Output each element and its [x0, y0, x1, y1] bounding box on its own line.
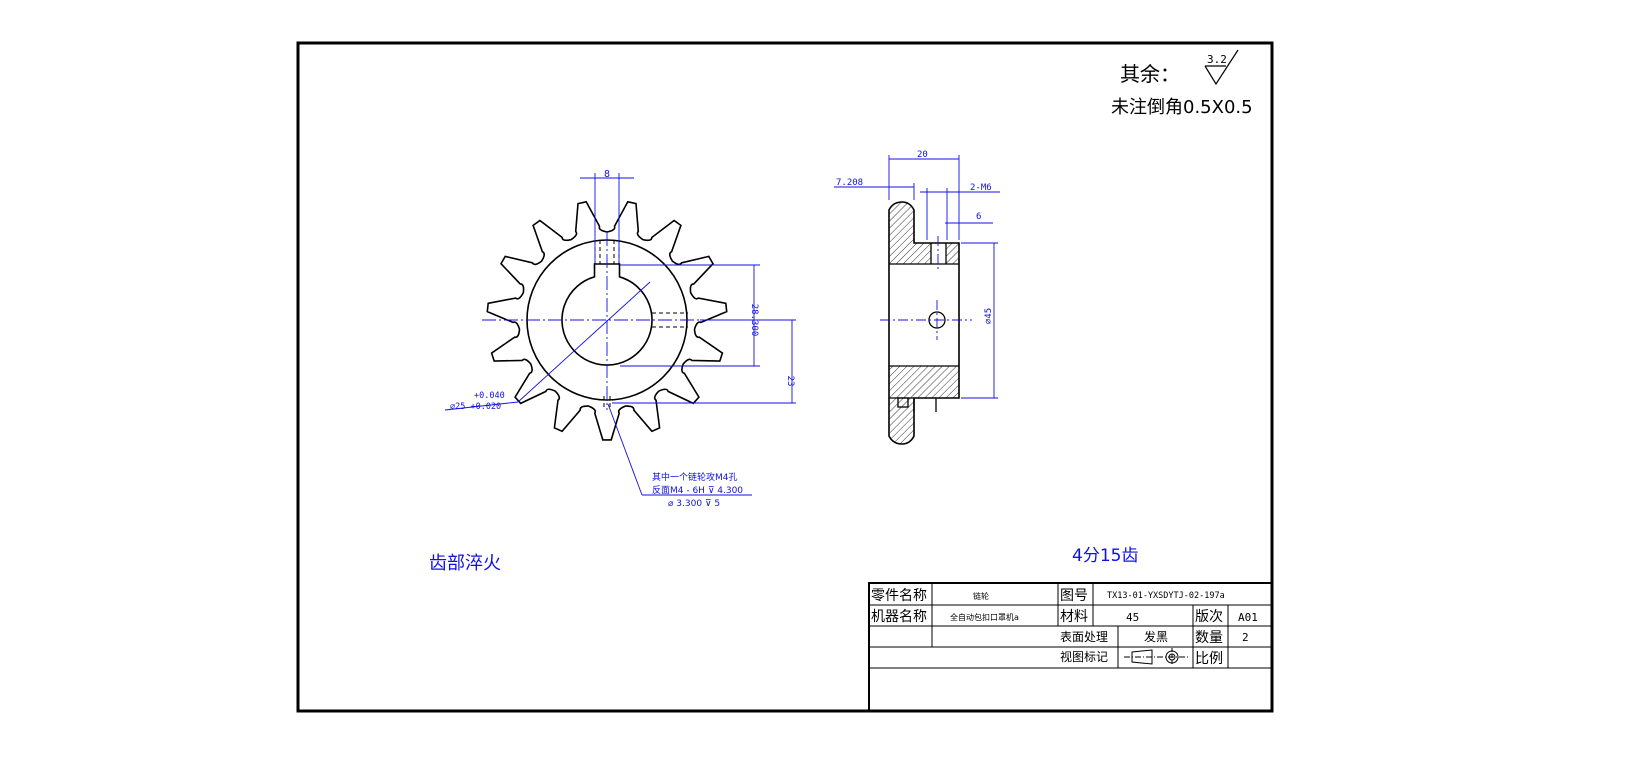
sprocket-front-view: 8 28.300 23 +0.040 ⌀25 +0.020 其中一个链轮攻M4孔… [444, 169, 796, 509]
section-upper-hub [946, 243, 959, 264]
sprocket-tooth-outline [486, 200, 728, 441]
roughness-symbol [1204, 49, 1239, 86]
section-lower-hub [914, 366, 959, 398]
dim-bore-text: ⌀25 +0.020 [450, 402, 501, 412]
hole-note-line3: ⌀ 3.300 ⊽ 5 [668, 499, 720, 509]
sprocket-side-view: 20 7.208 2-M6 6 ⌀45 [834, 150, 1000, 445]
dim-offset-text: 23 [785, 376, 795, 387]
surface-rest-label: 其余： [1120, 62, 1180, 86]
side-view-outline [888, 201, 960, 445]
quantity-value: 2 [1242, 631, 1249, 644]
tooth-hardening-note: 齿部淬火 [429, 553, 501, 574]
revision-value: A01 [1238, 611, 1258, 624]
machine-name-value: 全自动包扣口罩机a [950, 612, 1019, 622]
scale-label: 比例 [1195, 651, 1223, 667]
drawing-no-label: 图号 [1060, 588, 1088, 604]
projection-symbol-icon [1124, 648, 1188, 666]
dim-tooth-width-text: 7.208 [836, 178, 863, 188]
side-center-lines [880, 236, 972, 340]
tooth-upper-hatch [889, 202, 914, 229]
dim-keyway-depth [620, 264, 760, 367]
dim-thread-text: 2-M6 [970, 183, 992, 193]
view-mark-label: 视图标记 [1060, 649, 1108, 664]
drawing-no-value: TX13-01-YXSDYTJ-02-197a [1107, 591, 1225, 601]
dim-tooth-width [834, 183, 915, 200]
dim-hub-diameter [961, 242, 998, 399]
surface-value: 发黑 [1144, 629, 1168, 644]
section-upper-left [889, 229, 914, 264]
revision-label: 版次 [1195, 609, 1223, 625]
machine-name-label: 机器名称 [871, 609, 927, 625]
dim-hub-diameter-text: ⌀45 [984, 308, 994, 324]
material-value: 45 [1126, 611, 1139, 624]
dim-side-width [888, 155, 960, 240]
roughness-value: 3.2 [1207, 53, 1227, 66]
dim-thread [920, 188, 1000, 240]
hole-note-line1: 其中一个链轮攻M4孔 [652, 471, 738, 483]
part-name-value: 链轮 [973, 591, 989, 601]
dim-hub-offset-text: 6 [976, 212, 981, 222]
chain-spec-note: 4分15齿 [1072, 546, 1138, 566]
title-block: 零件名称 链轮 图号 TX13-01-YXSDYTJ-02-197a 机器名称 … [868, 582, 1273, 712]
section-upper-right [914, 243, 931, 264]
dim-offset [612, 319, 796, 404]
dim-side-width-text: 20 [917, 150, 928, 160]
drawing-frame [296, 41, 1274, 713]
chamfer-note: 未注倒角0.5X0.5 [1111, 97, 1253, 118]
section-lower-left [889, 366, 914, 398]
dim-bore-tol-upper: +0.040 [474, 391, 505, 401]
hole-note-line2: 反面M4 - 6H ⊽ 4.300 [652, 485, 743, 496]
material-label: 材料 [1060, 609, 1088, 625]
part-name-label: 零件名称 [871, 588, 927, 604]
quantity-label: 数量 [1195, 630, 1223, 646]
hole-note-leader [607, 403, 752, 496]
dim-bore-leader [444, 281, 651, 411]
tooth-lower-hatch [889, 398, 914, 444]
surface-label: 表面处理 [1060, 630, 1108, 644]
dim-key-width-text: 8 [604, 169, 610, 180]
dim-key-width [580, 173, 634, 263]
